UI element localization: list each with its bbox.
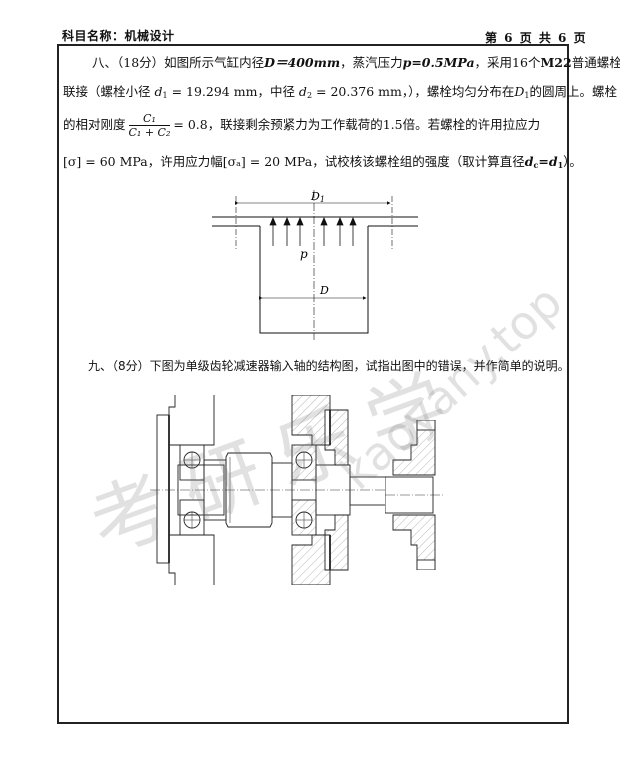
q8-line4: [σ] = 60 MPa，许用应力幅[σₐ] = 20 MPa，试校核该螺栓组的…	[63, 154, 582, 170]
page-frame	[57, 44, 569, 724]
coupling-diagram	[385, 420, 445, 570]
label-p: p	[300, 247, 308, 261]
page-number: 第 6 页 共 6 页	[485, 31, 586, 45]
subject-name: 科目名称：机械设计	[62, 29, 175, 43]
shaft-structure-diagram	[150, 395, 390, 585]
q8-line2: 联接（螺栓小径 d1 = 19.294 mm，中径 d2 = 20.376 mm…	[63, 84, 618, 100]
bolt-spec: M22	[540, 55, 572, 70]
cylinder-diagram: D1 p D	[212, 190, 418, 340]
label-D: D	[319, 284, 329, 297]
q8-number: 八、（18分）	[92, 55, 165, 70]
cylinder-diameter: D＝400mm	[264, 55, 341, 70]
label-D1: D1	[310, 190, 325, 204]
allowable-stress: [σ] = 60 MPa	[63, 154, 148, 169]
minor-diameter: = 19.294 mm	[167, 84, 258, 99]
q8-line1: 八、（18分）如图所示气缸内径D＝400mm，蒸汽压力p=0.5MPa，采用16…	[92, 55, 620, 70]
pitch-diameter: = 20.376 mm	[312, 84, 402, 99]
q9-text: 九、（8分）下图为单级齿轮减速器输入轴的结构图，试指出图中的错误，并作简单的说明…	[88, 359, 570, 373]
steam-pressure: p=0.5MPa	[402, 55, 475, 70]
allowable-amplitude: [σₐ] = 20 MPa	[222, 154, 313, 169]
